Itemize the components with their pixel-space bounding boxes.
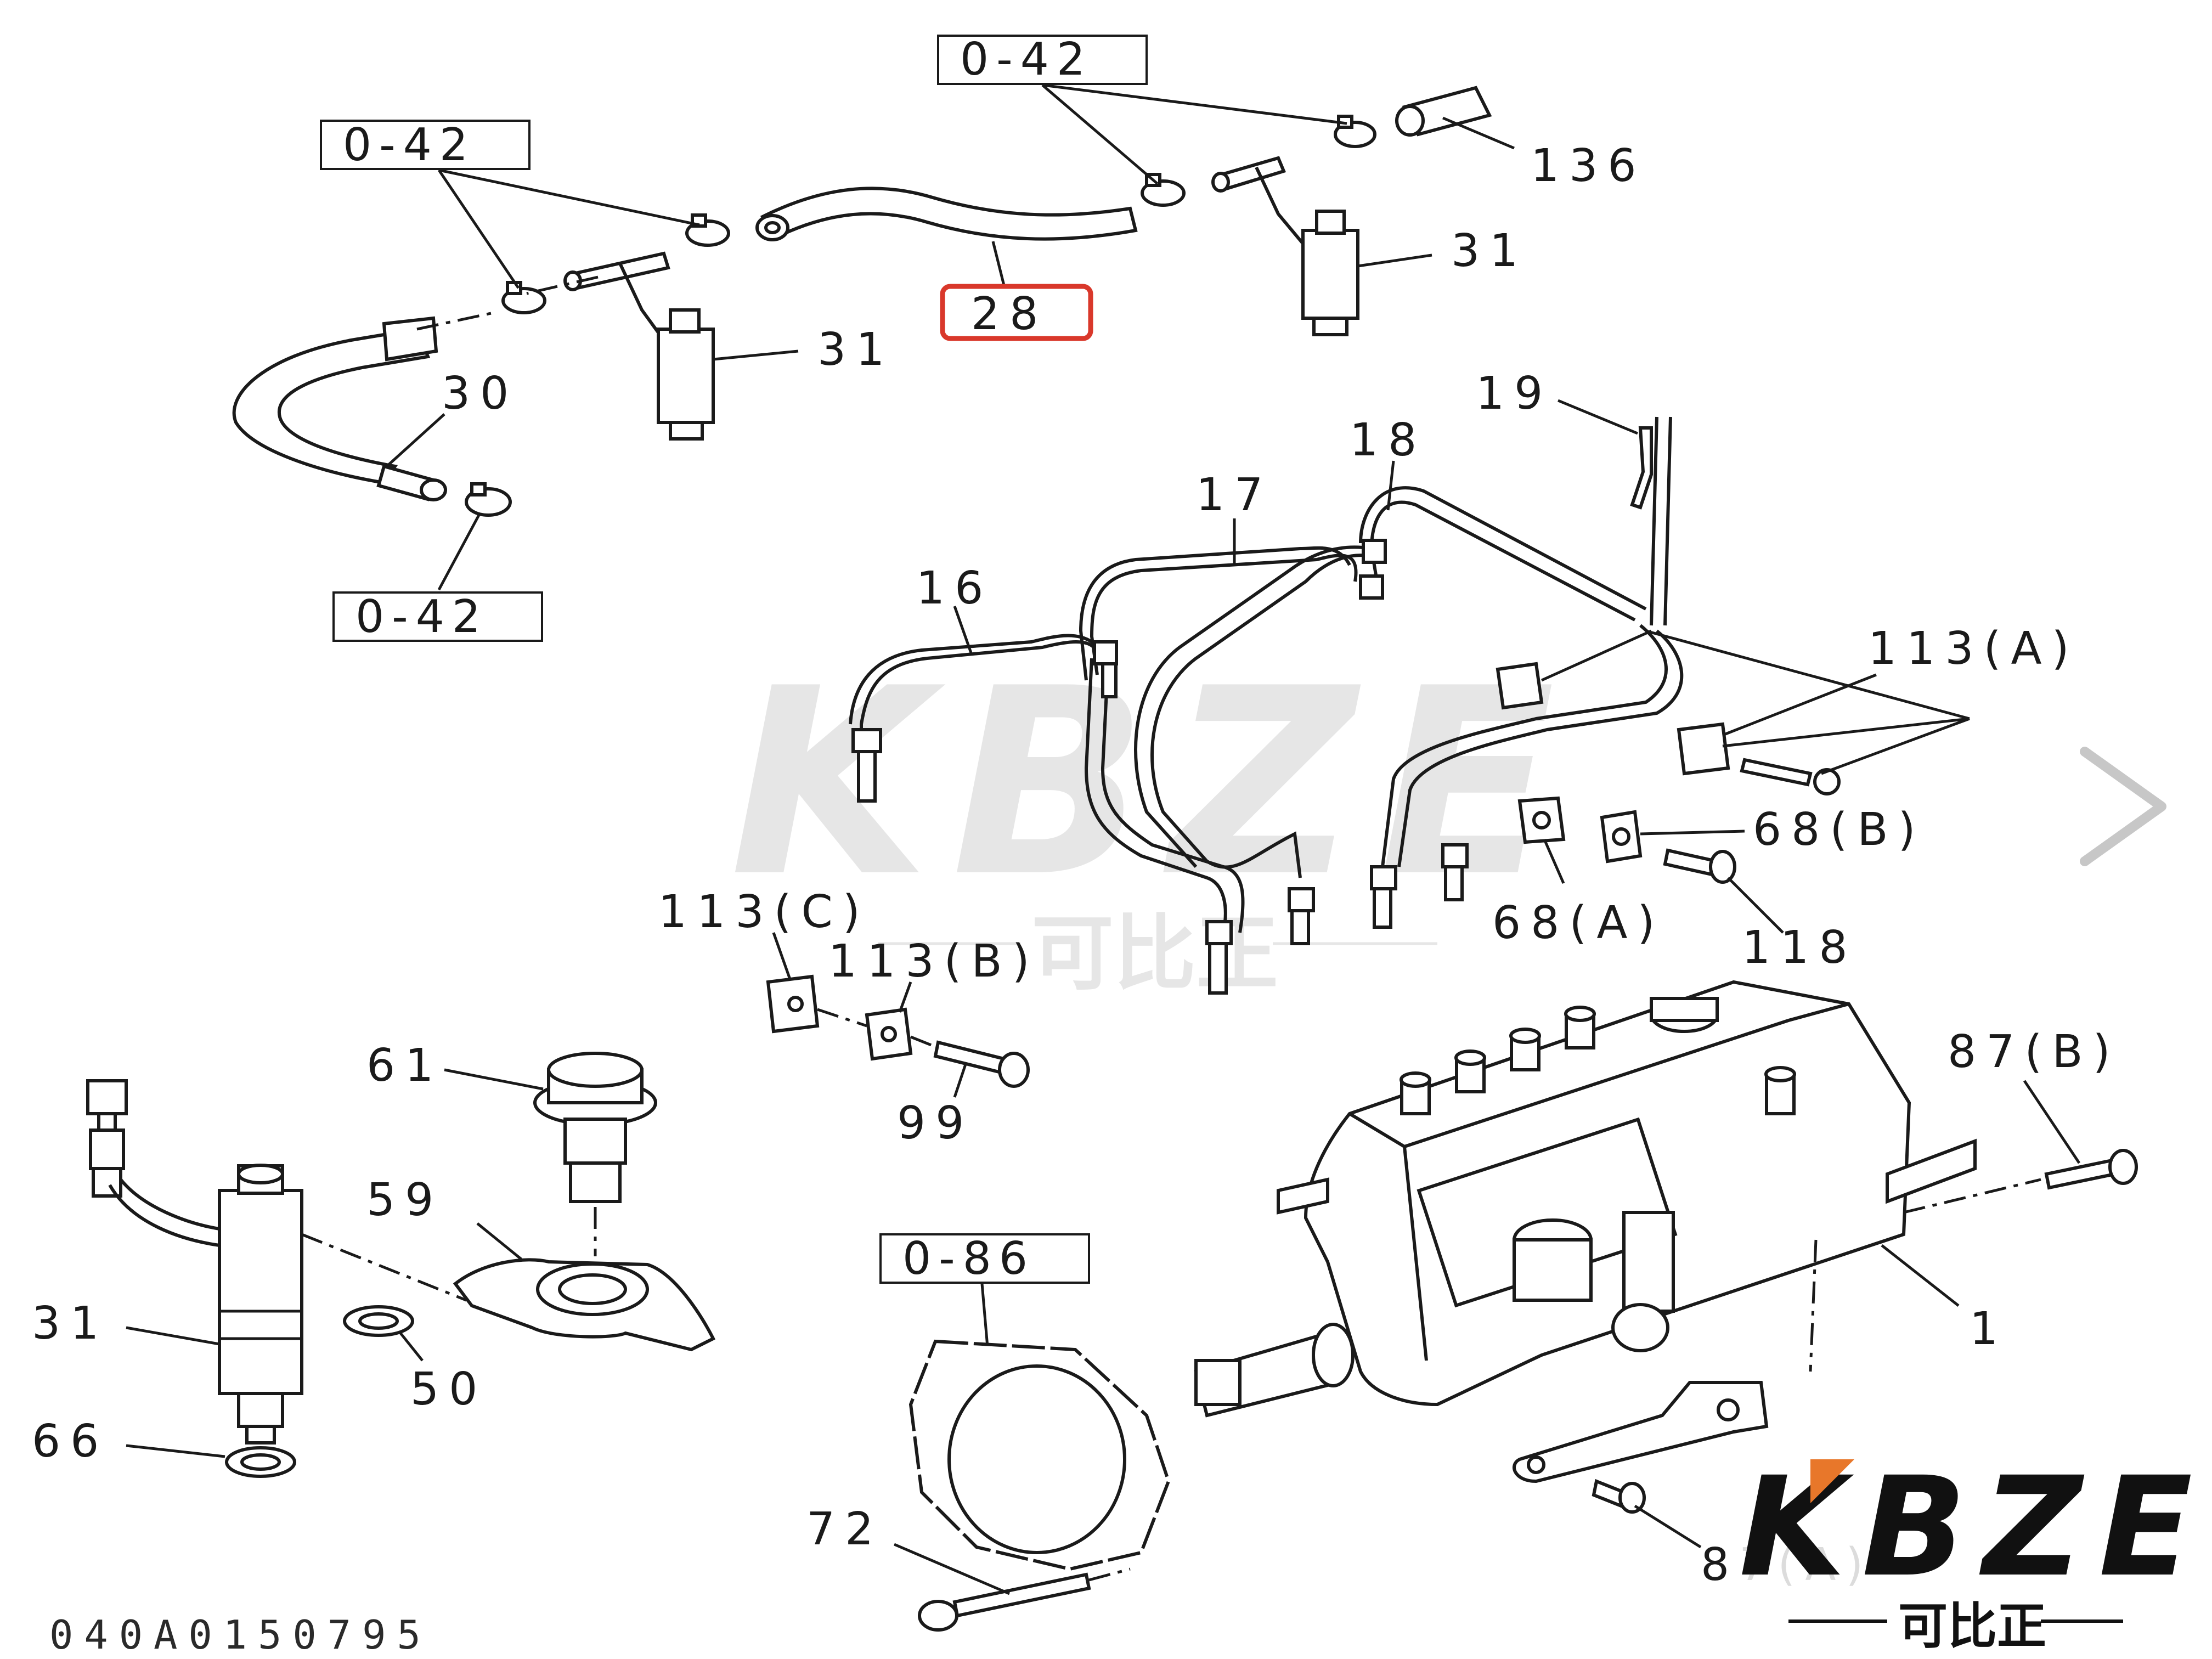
ref-box-top-center: 0-42 [937, 33, 1148, 86]
chevron-right-icon[interactable] [2075, 742, 2171, 871]
injection-pump [1194, 980, 1977, 1418]
washer-50 [343, 1305, 414, 1337]
label-113c: 113(C) [658, 886, 870, 938]
label-31-left: 31 [817, 324, 894, 376]
pipes-16-19 [849, 416, 1684, 995]
clamp-59 [453, 1258, 716, 1352]
bolt-113a [1740, 758, 1841, 795]
label-50: 50 [410, 1363, 487, 1415]
label-113b: 113(B) [828, 935, 1040, 988]
pump-outlets [1400, 1006, 1596, 1115]
label-66: 66 [32, 1415, 109, 1468]
label-28: 28 [971, 288, 1048, 340]
label-99: 99 [897, 1097, 974, 1149]
label-68a: 68(A) [1492, 897, 1664, 949]
label-16: 16 [916, 562, 993, 614]
cap-136 [1395, 86, 1492, 137]
clamp-68a [1517, 796, 1566, 844]
label-17: 17 [1196, 469, 1273, 521]
bracket [1513, 1381, 1769, 1483]
ref-mid-left: 0-42 [356, 591, 488, 643]
ref-gasket: 0-86 [902, 1233, 1035, 1285]
clamp-top-right [1334, 115, 1376, 148]
label-30: 30 [442, 368, 518, 420]
clamp-left-2 [465, 482, 512, 517]
bolt-99 [933, 1040, 1030, 1088]
clamp-113a-upper [1496, 662, 1544, 710]
drawing-number: 040A0150795 [49, 1612, 432, 1658]
ref-top-left: 0-42 [343, 119, 476, 171]
label-1: 1 [1970, 1303, 2008, 1355]
ref-box-mid-left: 0-42 [332, 591, 543, 643]
label-136: 136 [1531, 140, 1646, 192]
highlight-28: 28 [940, 241, 1093, 341]
bolt-118 [1663, 848, 1736, 884]
bolt-87a [1592, 1479, 1646, 1514]
clamp-113a-lower [1677, 722, 1730, 776]
washer-66 [225, 1446, 296, 1478]
label-19: 19 [1476, 368, 1553, 420]
clamp-top-center [1141, 173, 1186, 207]
clamp-top-left [685, 213, 730, 247]
ref-box-gasket: 0-86 [879, 1233, 1090, 1285]
clamp-113b [865, 1007, 913, 1061]
clamp-68b [1600, 810, 1643, 864]
ref-top-center: 0-42 [960, 33, 1093, 86]
hose-28 [755, 187, 1138, 241]
label-59: 59 [366, 1174, 443, 1226]
gasket [909, 1339, 1171, 1571]
label-118: 118 [1742, 922, 1858, 974]
watermark-chinese: 可比正 [1031, 906, 1278, 1002]
brand-logo: KBZE 可比正 [1734, 1447, 2209, 1657]
label-31-right: 31 [1451, 225, 1528, 277]
hose-30 [232, 316, 447, 501]
bolt-87b [2044, 1149, 2138, 1190]
logo-chinese: 可比正 [1898, 1598, 2046, 1655]
nozzle-31-left [563, 251, 715, 441]
nozzle-31-bottom [86, 1079, 303, 1444]
label-68b: 68(B) [1753, 804, 1926, 856]
label-61: 61 [366, 1040, 443, 1092]
label-87b: 87(B) [1948, 1026, 2120, 1078]
label-18: 18 [1350, 414, 1426, 466]
ref-box-top-left: 0-42 [320, 119, 531, 171]
clamp-113c [766, 974, 820, 1034]
logo-brand: KBZE [1739, 1447, 2209, 1607]
label-72: 72 [806, 1503, 883, 1555]
clamp-left-1 [501, 281, 546, 314]
bolt-72 [918, 1572, 1091, 1632]
bolt-61 [533, 1052, 657, 1203]
nozzle-31-right [1211, 156, 1359, 336]
label-31-bottom: 31 [32, 1297, 109, 1350]
label-113a: 113(A) [1868, 623, 2079, 675]
